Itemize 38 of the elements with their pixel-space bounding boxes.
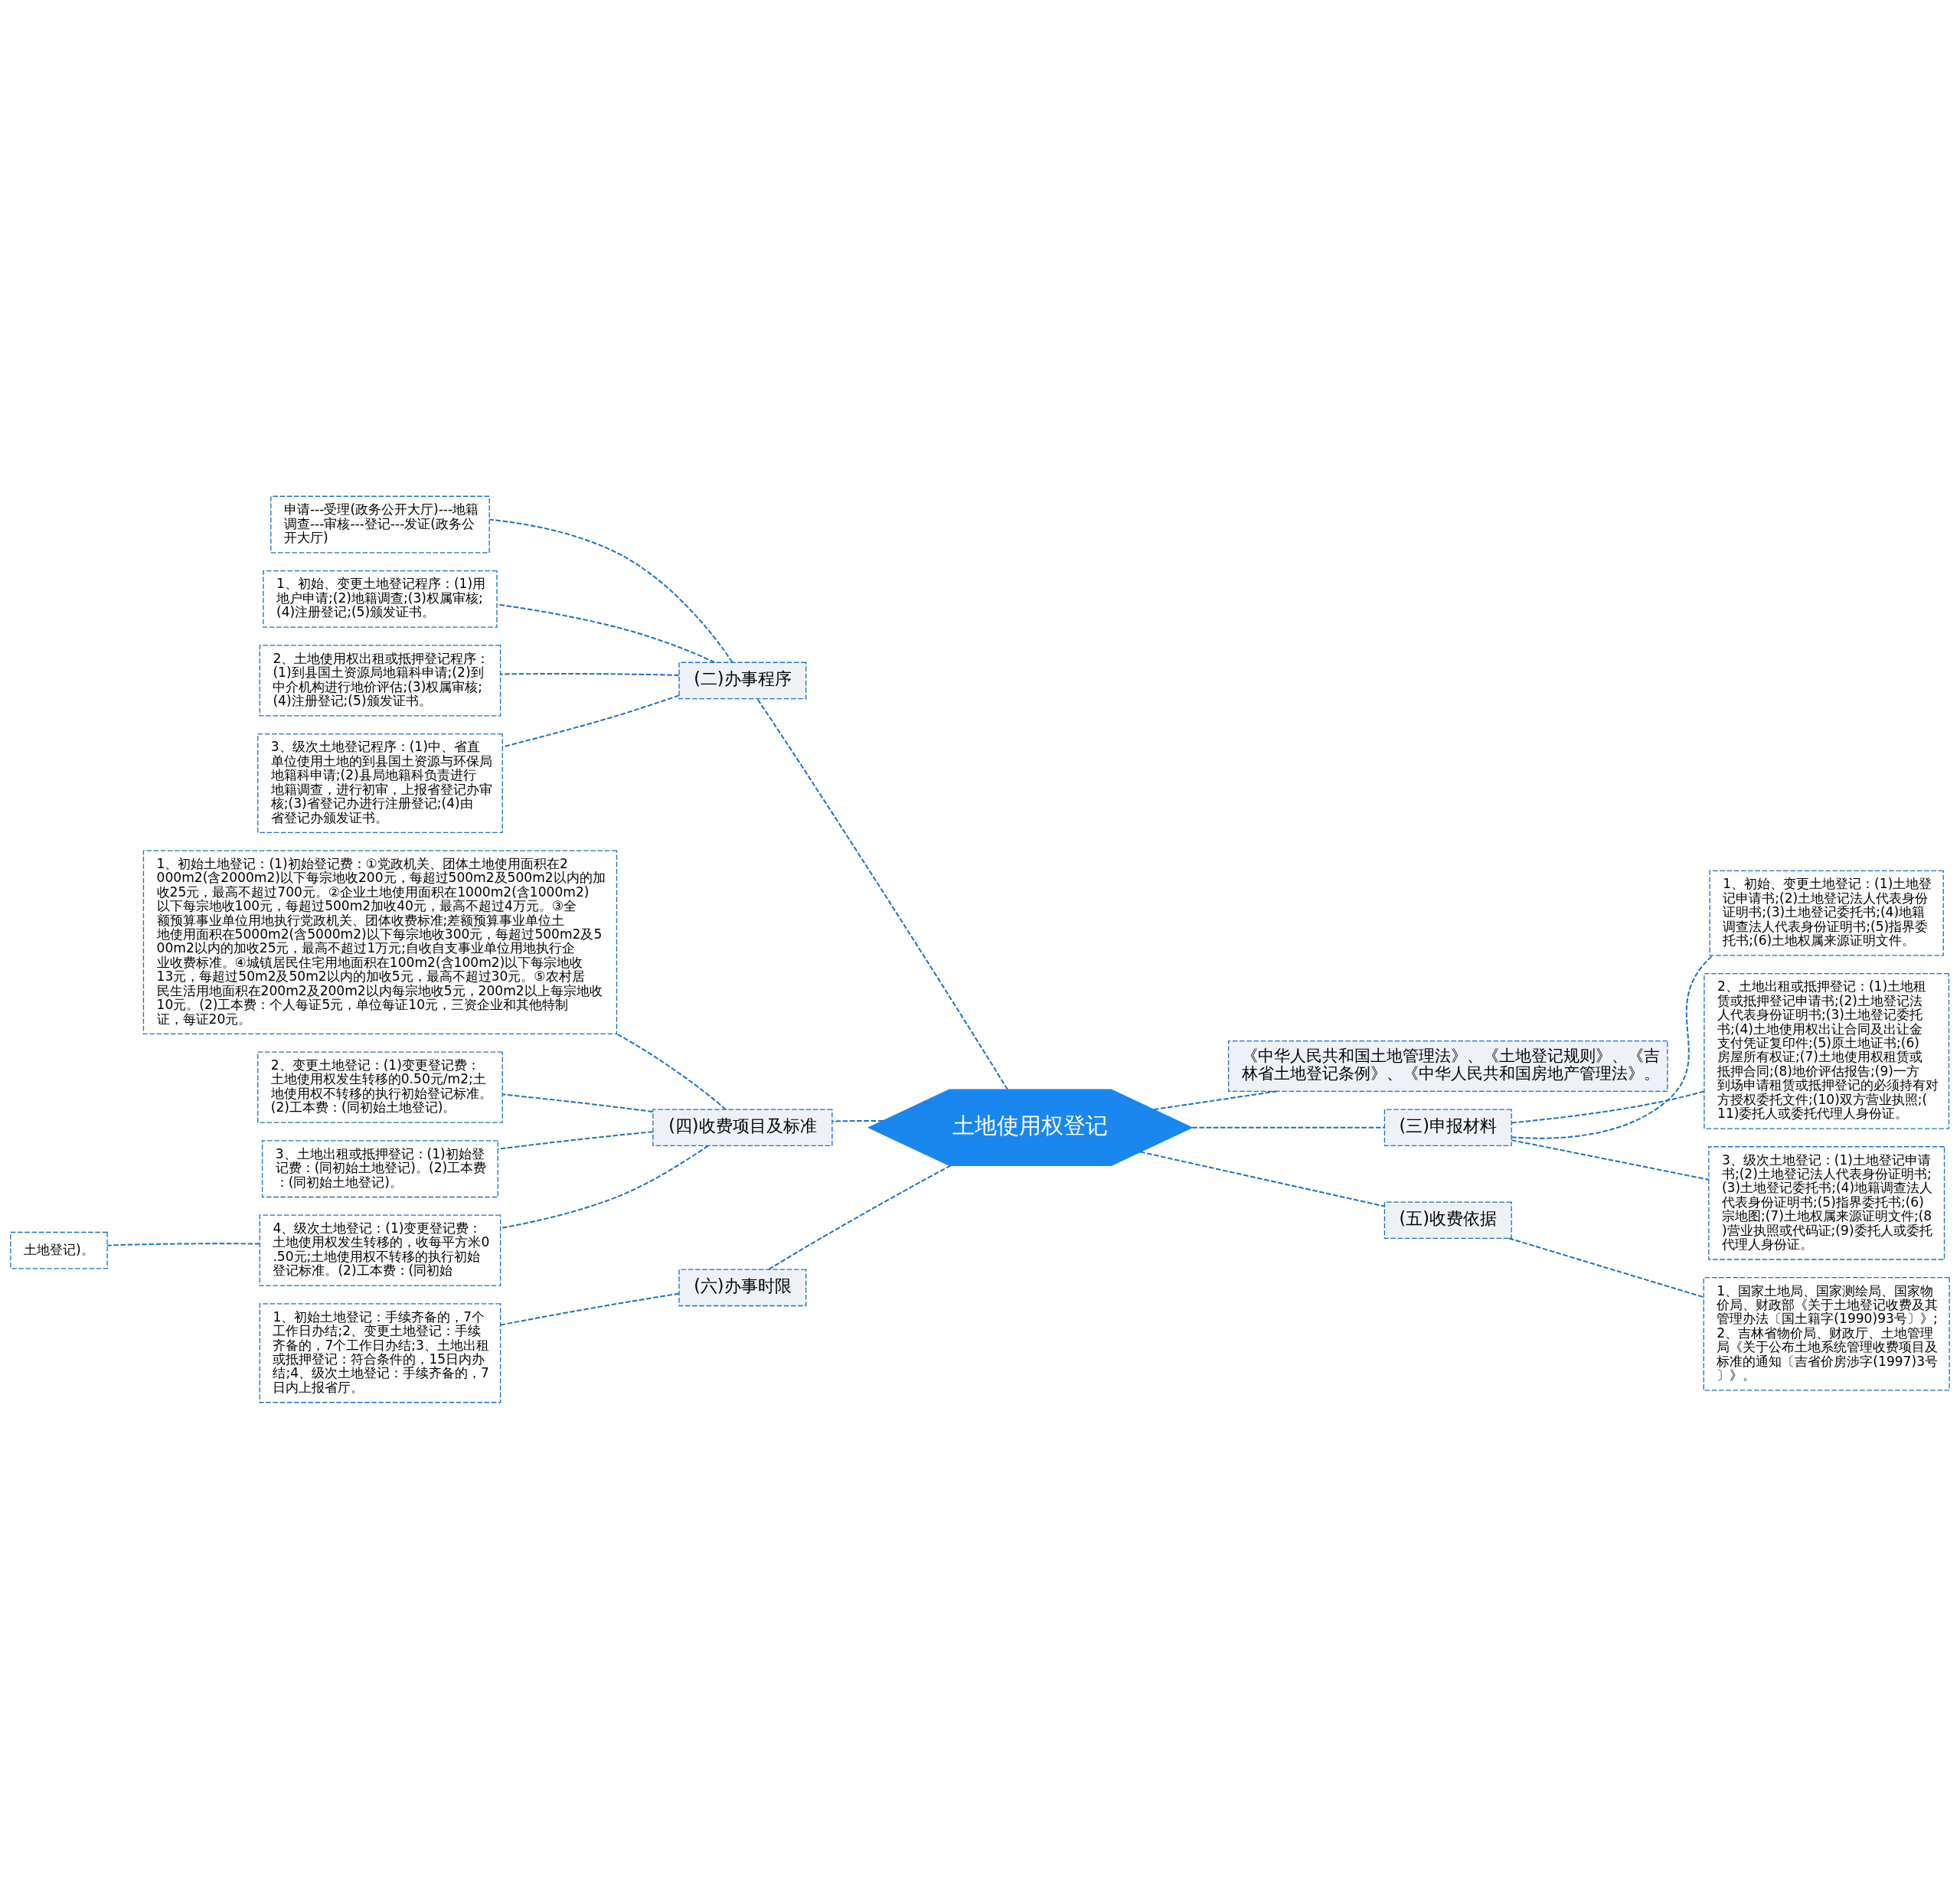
node-box: 2、土地出租或抵押登记：(1)土地租赁或抵押登记申请书;(2)土地登记法人代表身份证明书;(3)土地登记委托书;(4)土地使用权出让合同及出让金支付凭证复印件;(5)原土地证书;(6)房屋所有权证;(7)土地使用权租赁或抵押合同;(8)地价评估报告;(9)一方到场申请租赁或抵押登记的必须持有对方授权委托文件;(10)双方营业执照;(11)委托人或委托代理人身份证。 xyxy=(1704,972,1950,1129)
node-box: 2、变更土地登记：(1)变更登记费：土地使用权发生转移的0.50元/m2;土地使用权不转移的执行初始登记标准。(2)工本费：(同初始土地登记)。 xyxy=(257,1050,503,1123)
node-box: 2、土地使用权出租或抵押登记程序：(1)到县国土资源局地籍科申请;(2)到中介机构进行地价评估;(3)权属审核;(4)注册登记;(5)颁发证书。 xyxy=(259,644,501,717)
connector xyxy=(1511,1089,1705,1123)
connector xyxy=(756,697,1008,1090)
node-box: 3、级次土地登记：(1)土地登记申请书;(2)土地登记法人代表身份证明书;(3)土地登记委托书;(4)地籍调查法人代表身份证明书;(5)指界委托书;(6)宗地图;(7)土地权属来源证明文件;(8)营业执照或代码证;(9)委托人或委托代理人身份证。 xyxy=(1708,1145,1945,1260)
connector xyxy=(768,1164,952,1270)
connector xyxy=(1153,1089,1278,1110)
connector xyxy=(496,603,716,663)
node-box: (六)办事时限 xyxy=(678,1269,807,1306)
connector xyxy=(831,1119,884,1122)
connector xyxy=(616,1033,727,1110)
connector xyxy=(1511,954,1714,1139)
connector xyxy=(1191,1126,1386,1129)
connector xyxy=(106,1242,261,1246)
node-box: 1、初始、变更土地登记程序：(1)用地户申请;(2)地籍调查;(3)权属审核;(4)注册登记;(5)颁发证书。 xyxy=(263,570,498,628)
node-box: 1、初始土地登记：(1)初始登记费：①党政机关、团体土地使用面积在2000m2(含2000m2)以下每宗地收200元，每超过500m2及500m2以内的加收25元，最高不超过700元。②企业土地使用面积在1000m2(含1000m2)以下每宗地收100元，每超过500m2加收40元，最高不超过4万元。③全额预算事业单位用地执行党政机关、团体收费标准;差额预算事业单位土地使用面积在5000m2(含5000m2)以下每宗地收300元，每超过500m2及500m2以内的加收25元，最高不超过1万元;自收自支事业单位用地执行企业收费标准。④城镇居民住宅用地面积在100m2(含100m2)以下每宗地收13元，每超过50m2及50m2以内的加收5元，最高不超过30元。⑤农村居民生活用地面积在200m2及200m2以内每宗地收5元，200m2以上每宗地收10元。(2)工本费：个人每证5元，单位每证10元，三资企业和其他特制证，每证20元。 xyxy=(142,849,618,1034)
node-box: 1、初始、变更土地登记：(1)土地登记申请书;(2)土地登记法人代表身份证明书;(3)土地登记委托书;(4)地籍调查法人代表身份证明书;(5)指界委托书;(6)土地权属来源证明文件。 xyxy=(1709,870,1944,956)
connector xyxy=(1511,1138,1710,1181)
node-box: 1、国家土地局、国家测绘局、国家物价局、财政部《关于土地登记收费及其管理办法〔国土籍字(1990)93号〕》;2、吉林省物价局、财政厅、土地管理局《关于公布土地系统管理收费项目及标准的通知〔吉省价房涉字(1997)3号〕》。 xyxy=(1703,1276,1950,1391)
node-box: (三)申报材料 xyxy=(1383,1108,1512,1146)
node-box: 土地登记)。 xyxy=(10,1231,108,1269)
node-box: 1、初始土地登记：手续齐备的，7个工作日办结;2、变更土地登记：手续齐备的，7个工作日办结;3、土地出租或抵押登记：符合条件的，15日内办结;4、级次土地登记：手续齐备的，7日内上报省厅。 xyxy=(259,1302,501,1403)
node-box: 3、土地出租或抵押登记：(1)初始登记费：(同初始土地登记)。(2)工本费：(同初始土地登记)。 xyxy=(261,1139,498,1197)
connector xyxy=(1139,1150,1386,1207)
connector xyxy=(1508,1236,1705,1298)
connector xyxy=(501,694,680,748)
node-box: (五)收费依据 xyxy=(1383,1201,1512,1239)
connector xyxy=(501,1093,654,1112)
connector xyxy=(499,672,680,676)
node-box: 3、级次土地登记程序：(1)中、省直单位使用土地的到县国土资源与环保局地籍科申请;(2)县局地籍科负责进行地籍调查，进行初审，上报省登记办审核;(3)省登记办进行注册登记;(4)由省登记办颁发证书。 xyxy=(257,733,503,833)
node-box: 《中华人民共和国土地管理法》、《土地登记规则》、《吉林省土地登记条例》、《中华人民共和国房地产管理法》。 xyxy=(1227,1040,1668,1092)
connector xyxy=(488,518,733,663)
node-box: (四)收费项目及标准 xyxy=(652,1108,833,1146)
node-box: (二)办事程序 xyxy=(678,662,807,699)
connector xyxy=(499,1292,680,1326)
node-box: 4、级次土地登记：(1)变更登记费：土地使用权发生转移的，收每平方米0.50元;土地使用权不转移的执行初始登记标准。(2)工本费：(同初始 xyxy=(259,1214,501,1286)
node-box: 申请---受理(政务公开大厅)---地籍调查---审核---登记---发证(政务公开大厅) xyxy=(270,495,490,554)
